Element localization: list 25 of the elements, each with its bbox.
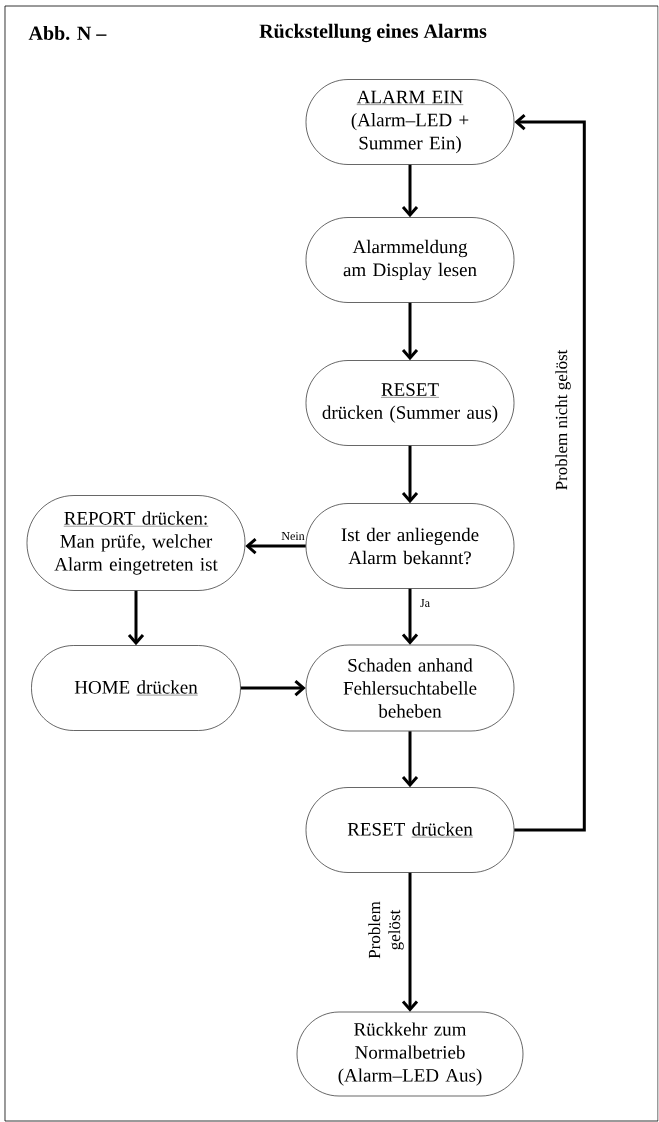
arrow: [127, 590, 145, 646]
arrow: [240, 679, 306, 697]
process-box: Rückkehr zum Normalbetrieb (Alarm–LED Aus): [296, 1011, 524, 1097]
process-box: HOME drücken: [31, 645, 241, 731]
arrow: [514, 113, 586, 832]
arrow: [401, 731, 419, 788]
edge-label: Problem nicht gelöst: [554, 348, 572, 492]
process-box: Schaden anhand Fehlersuchtabelle beheben: [305, 644, 515, 732]
edge-label: Ja: [419, 598, 431, 608]
process-box: ALARM EIN (Alarm–LED + Summer Ein): [305, 79, 515, 165]
arrow: [401, 302, 419, 361]
edge-label: Nein: [280, 531, 306, 542]
arrow: [245, 537, 306, 555]
arrow: [401, 445, 419, 504]
process-box: RESET drücken: [305, 787, 515, 873]
process-box: REPORT drücken: Man prüfe, welcher Alarm eingetreten ist: [26, 495, 246, 591]
process-box: Ist der anliegende Alarm bekannt?: [305, 503, 515, 589]
title: Rückstellung eines Alarms: [259, 23, 487, 43]
edge-label: Problem gelöst: [367, 894, 405, 966]
arrow: [401, 872, 419, 1012]
process-box: Alarmmeldung am Display lesen: [305, 217, 515, 303]
arrow: [401, 588, 419, 645]
arrow: [401, 164, 419, 218]
figure-number: Abb. N –: [28, 25, 107, 41]
process-box: RESET drücken (Summer aus): [305, 360, 515, 446]
